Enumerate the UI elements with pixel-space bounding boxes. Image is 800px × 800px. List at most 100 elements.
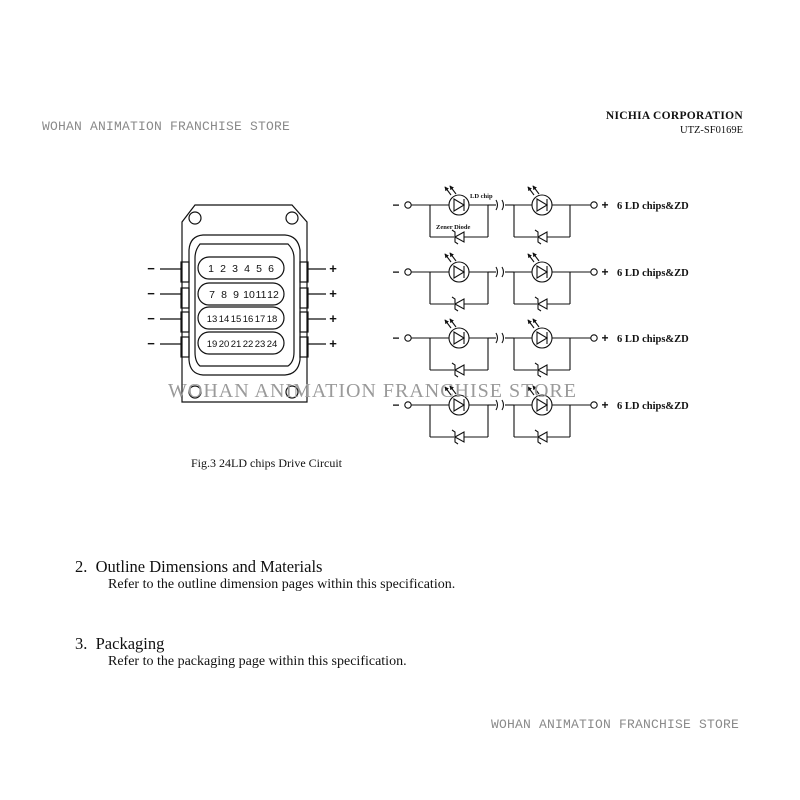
chip-number: 8 (221, 289, 227, 301)
plus-sign: + (329, 286, 337, 301)
diode-triangle (453, 198, 466, 212)
emission-arrow (527, 386, 535, 396)
ld-chip-symbol (448, 261, 470, 283)
emission-arrow (444, 186, 452, 196)
ld-zener-cell (429, 185, 489, 245)
ld-zener-cell (429, 385, 489, 445)
document-number: UTZ-SF0169E (680, 125, 743, 136)
chip-number: 15 (231, 314, 242, 325)
chip-number: 13 (207, 314, 218, 325)
emission-arrow (532, 318, 540, 328)
plus-sign: + (329, 336, 337, 351)
emission-arrow (527, 319, 535, 329)
package-drawing: 1 2 3 4 5 6 7 8 9 10 11 12 13 14 15 16 1… (147, 204, 337, 403)
circuit-row (404, 385, 598, 445)
wire-break-symbol (495, 332, 505, 344)
zener-diode-label: Zener Diode (436, 224, 470, 231)
chip-number: 22 (243, 339, 254, 350)
chip-number: 6 (268, 263, 274, 275)
chip-number: 1 (208, 263, 214, 275)
zener-triangle (536, 431, 548, 443)
wire-break-symbol (495, 199, 505, 211)
emission-arrow (449, 252, 457, 262)
chip-number: 23 (255, 339, 266, 350)
ld-chip-symbol (531, 194, 553, 216)
ld-chip-label: LD chip (470, 193, 493, 200)
minus-sign: − (392, 398, 399, 412)
row-label: 6 LD chips&ZD (617, 268, 689, 279)
chip-number: 9 (233, 289, 239, 301)
minus-sign: − (392, 198, 399, 212)
zener-triangle (536, 231, 548, 243)
emission-arrow (449, 185, 457, 195)
ld-chip-symbol (448, 394, 470, 416)
plus-sign: + (601, 198, 608, 212)
drive-circuit-schematic: −+6 LD chips&ZD−+6 LD chips&ZD−+6 LD chi… (392, 185, 689, 445)
chip-number: 10 (243, 289, 255, 301)
zener-bar (534, 429, 542, 445)
chip-number: 21 (231, 339, 242, 350)
minus-sign: − (147, 311, 155, 326)
ld-chip-symbol (531, 394, 553, 416)
plus-sign: + (329, 261, 337, 276)
minus-sign: − (147, 286, 155, 301)
emission-arrow (444, 253, 452, 263)
zener-bar (451, 229, 459, 245)
diode-triangle (536, 331, 549, 345)
chip-row-2: 7 8 9 10 11 12 (209, 289, 279, 301)
chip-number: 2 (220, 263, 226, 275)
diode-triangle (536, 198, 549, 212)
plus-sign: + (601, 331, 608, 345)
chip-number: 20 (219, 339, 230, 350)
chip-number: 5 (256, 263, 262, 275)
chip-row-1: 1 2 3 4 5 6 (208, 263, 274, 275)
chip-number: 17 (255, 314, 266, 325)
terminal-minus (404, 268, 412, 276)
section-3-body: Refer to the packaging page within this … (108, 654, 407, 669)
zener-bar (534, 296, 542, 312)
chip-number: 7 (209, 289, 215, 301)
zener-triangle (453, 298, 465, 310)
ld-chip-symbol (448, 327, 470, 349)
diode-triangle (536, 398, 549, 412)
diode-triangle (453, 331, 466, 345)
ld-chip-symbol (531, 261, 553, 283)
chip-number: 12 (267, 289, 279, 301)
figure-caption: Fig.3 24LD chips Drive Circuit (191, 456, 342, 470)
terminal-plus (590, 334, 598, 342)
zener-bar (451, 296, 459, 312)
watermark-top: WOHAN ANIMATION FRANCHISE STORE (42, 119, 291, 134)
emission-arrow (532, 252, 540, 262)
row-label: 6 LD chips&ZD (617, 334, 689, 345)
emission-arrow (532, 385, 540, 395)
minus-sign: − (147, 261, 155, 276)
section-heading: Outline Dimensions and Materials (95, 557, 323, 576)
circuit-row (404, 318, 598, 378)
zener-triangle (536, 298, 548, 310)
ld-zener-cell (513, 318, 571, 378)
chip-number: 18 (267, 314, 278, 325)
chip-number: 3 (232, 263, 238, 275)
zener-bar (451, 362, 459, 378)
section-2-title: 2. Outline Dimensions and Materials (75, 557, 322, 577)
diode-triangle (453, 265, 466, 279)
zener-bar (534, 229, 542, 245)
zener-triangle (453, 231, 465, 243)
section-3-title: 3. Packaging (75, 634, 164, 654)
wire-break-symbol (495, 266, 505, 278)
ld-zener-cell (513, 252, 571, 312)
watermark-bottom: WOHAN ANIMATION FRANCHISE STORE (491, 717, 740, 732)
minus-sign: − (392, 331, 399, 345)
terminal-minus (404, 334, 412, 342)
terminal-minus (404, 201, 412, 209)
zener-triangle (453, 431, 465, 443)
chip-row-3: 13 14 15 16 17 18 (207, 314, 278, 325)
emission-arrow (527, 186, 535, 196)
emission-arrow (449, 385, 457, 395)
section-number: 3. (75, 634, 88, 653)
emission-arrow (527, 253, 535, 263)
chip-number: 16 (243, 314, 254, 325)
emission-arrow (444, 386, 452, 396)
ld-chip-symbol (448, 194, 470, 216)
terminal-plus (590, 268, 598, 276)
